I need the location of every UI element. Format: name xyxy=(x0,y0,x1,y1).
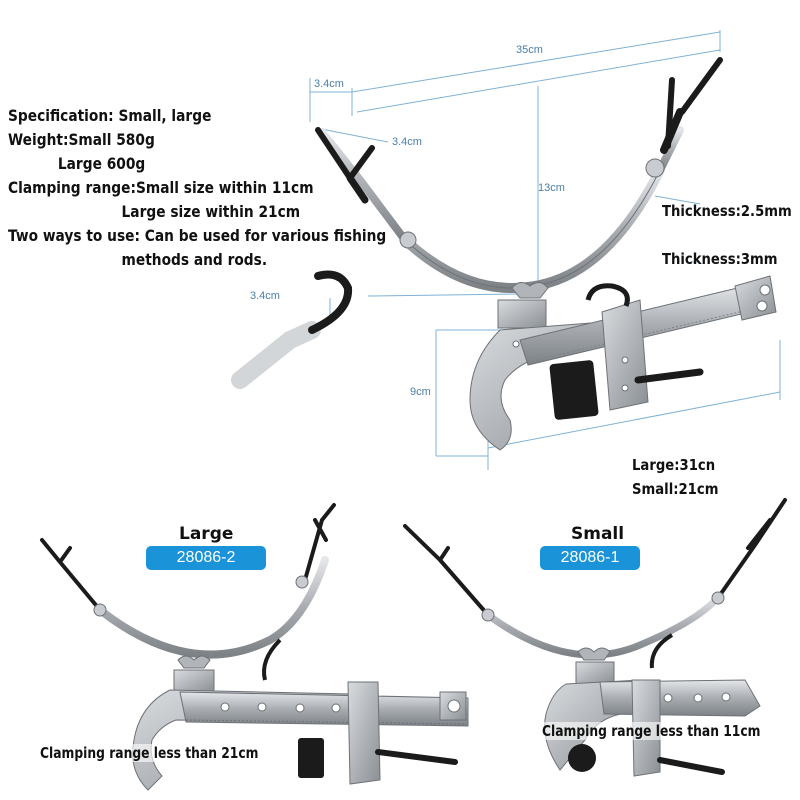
large-variant-title: Large xyxy=(179,524,234,544)
dimension-height-label: 13cm xyxy=(538,182,565,194)
large-model-badge: 28086-2 xyxy=(146,546,266,570)
small-model-badge: 28086-1 xyxy=(540,546,640,570)
hook-detail xyxy=(231,270,353,389)
large-variant-illustration xyxy=(40,503,469,791)
spec-line: Large size within 21cm xyxy=(121,202,301,221)
main-rod-holder xyxy=(315,57,777,451)
specification-block: Specification: Small, large Weight:Small… xyxy=(8,104,386,272)
spec-line: Specification: Small, large xyxy=(8,106,212,125)
spec-line: Two ways to use: Can be used for various… xyxy=(8,226,387,245)
small-variant-title: Small xyxy=(571,524,625,544)
dimension-lines xyxy=(309,30,781,470)
length-large-label: Large:31cn xyxy=(632,456,716,474)
spec-line: Clamping range:Small size within 11cm xyxy=(8,178,314,197)
dimension-width-label: 35cm xyxy=(516,44,543,56)
spec-line: Weight:Small 580g xyxy=(8,130,155,149)
length-small-label: Small:21cm xyxy=(632,480,719,498)
spec-line: Large 600g xyxy=(57,154,146,173)
thickness-bar-label: Thickness:3mm xyxy=(662,250,778,268)
spec-line: methods and rods. xyxy=(121,250,268,269)
thickness-arm-label: Thickness:2.5mm xyxy=(662,202,792,220)
dimension-height-label: 9cm xyxy=(410,386,431,398)
small-clamping-range: Clamping range less than 11cm xyxy=(542,722,761,740)
dimension-hook-label: 3.4cm xyxy=(250,290,280,302)
dimension-arm-gap-label: 3.4cm xyxy=(392,136,422,148)
dimension-arm-gap-label: 3.4cm xyxy=(314,78,344,90)
large-clamping-range: Clamping range less than 21cm xyxy=(40,744,259,762)
